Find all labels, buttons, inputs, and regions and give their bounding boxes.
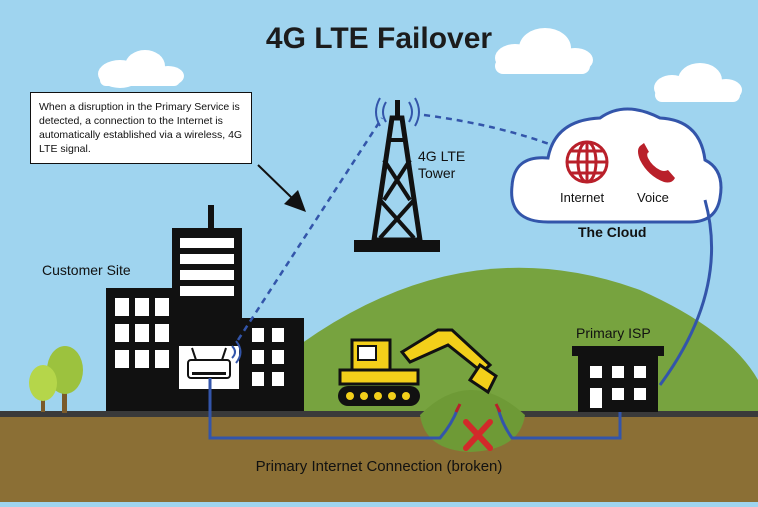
cable-cloud-isp (658, 199, 714, 386)
cloud-voice-label: Voice (637, 190, 669, 205)
phone-icon (638, 143, 675, 183)
cable-end-right (494, 403, 502, 413)
tower-label-line1: 4G LTE (418, 148, 466, 164)
wireless-link-router-tower (236, 117, 384, 341)
tower-label: 4G LTE Tower (418, 148, 465, 182)
customer-site-label: Customer Site (42, 262, 131, 278)
the-cloud (510, 107, 723, 224)
excavator-icon (338, 328, 498, 406)
customer-site-buildings (106, 205, 304, 411)
ground (0, 415, 758, 502)
broken-x-icon (463, 419, 493, 451)
tower-label-line2: Tower (418, 165, 456, 181)
ground-edge (0, 411, 758, 417)
globe-icon (565, 140, 609, 184)
sky-cloud-far-right (654, 63, 742, 102)
sky-cloud-right (495, 28, 593, 74)
primary-isp-label: Primary ISP (576, 325, 651, 341)
page-title: 4G LTE Failover (265, 22, 493, 55)
primary-isp-building (572, 346, 664, 412)
callout-text-box: When a disruption in the Primary Service… (30, 92, 252, 164)
cloud-internet-label: Internet (560, 190, 605, 205)
cloud-label: The Cloud (578, 224, 647, 240)
connection-label: Primary Internet Connection (broken) (255, 458, 503, 475)
trees (29, 346, 83, 413)
cable-end-left (454, 403, 462, 413)
cell-tower-icon (354, 97, 440, 252)
dig-site (420, 390, 525, 452)
sky-cloud-left (98, 50, 184, 88)
callout-arrow (257, 164, 306, 212)
wireless-link-tower-cloud (423, 113, 561, 150)
sky-clouds (98, 28, 742, 102)
